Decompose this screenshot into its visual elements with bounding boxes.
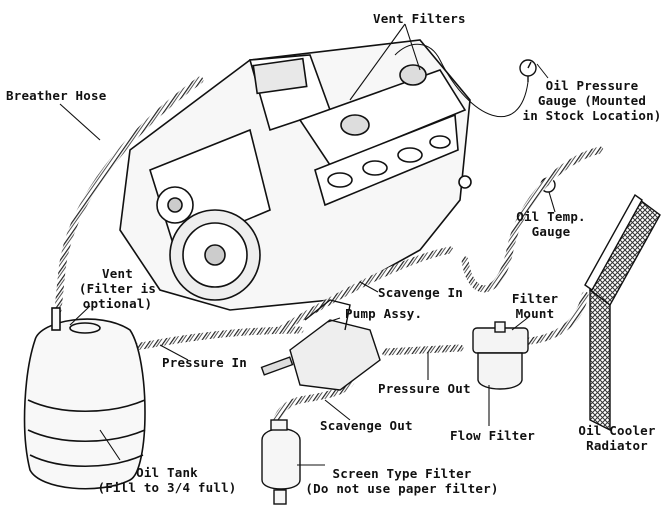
- label-oil-pressure-gauge: Oil Pressure Gauge (Mounted in Stock Loc…: [522, 78, 662, 123]
- label-pressure-in: Pressure In: [162, 355, 247, 370]
- label-line: Gauge (Mounted: [537, 93, 647, 108]
- label-scavenge-out: Scavenge Out: [320, 418, 413, 433]
- filter-to-cooler-hose: [516, 291, 589, 346]
- label-line: (Do not use paper filter): [305, 481, 499, 496]
- label-pump-assy: Pump Assy.: [345, 306, 423, 321]
- oil-cooler-radiator: [584, 193, 661, 432]
- label-line: Mount: [515, 306, 555, 321]
- label-oil-tank: Oil Tank (Fill to 3/4 full): [92, 465, 242, 495]
- label-line: Filter: [511, 291, 559, 306]
- label-pressure-out: Pressure Out: [378, 381, 471, 396]
- oil-tank: [23, 307, 146, 490]
- label-line: in Stock Location): [522, 108, 662, 123]
- scavenge-in-hose: [276, 246, 454, 334]
- engine-block: [119, 39, 472, 311]
- label-line: (Fill to 3/4 full): [97, 480, 237, 495]
- screen-type-filter: [261, 419, 301, 505]
- pressure-out-hose: [381, 344, 464, 356]
- oil-pressure-gauge: [394, 43, 549, 118]
- label-oil-cooler-radiator: Oil Cooler Radiator: [572, 423, 662, 453]
- label-vent-filters: Vent Filters: [373, 11, 466, 26]
- label-line: Oil Tank: [136, 465, 198, 480]
- label-vent: Vent (Filter is optional): [70, 266, 165, 311]
- label-line: Oil Temp.: [516, 209, 586, 224]
- label-line: optional): [82, 296, 153, 311]
- oil-temp-line: [461, 146, 604, 293]
- label-scavenge-in: Scavenge In: [378, 285, 463, 300]
- label-line: Gauge: [531, 224, 571, 239]
- breather-hose: [54, 76, 204, 314]
- flow-filter: [472, 321, 529, 390]
- label-line: Oil Cooler: [578, 423, 656, 438]
- label-oil-temp-gauge: Oil Temp. Gauge: [516, 209, 586, 239]
- label-line: Radiator: [586, 438, 648, 453]
- label-breather-hose: Breather Hose: [6, 88, 107, 103]
- label-line: Vent: [102, 266, 133, 281]
- leader-lines: [59, 23, 556, 466]
- pump-assembly: [260, 299, 381, 391]
- label-flow-filter: Flow Filter: [450, 428, 535, 443]
- label-line: Screen Type Filter: [332, 466, 472, 481]
- label-line: Oil Pressure: [545, 78, 639, 93]
- label-screen-type-filter: Screen Type Filter (Do not use paper fil…: [282, 466, 522, 496]
- label-line: (Filter is: [78, 281, 157, 296]
- label-filter-mount: Filter Mount: [505, 291, 565, 321]
